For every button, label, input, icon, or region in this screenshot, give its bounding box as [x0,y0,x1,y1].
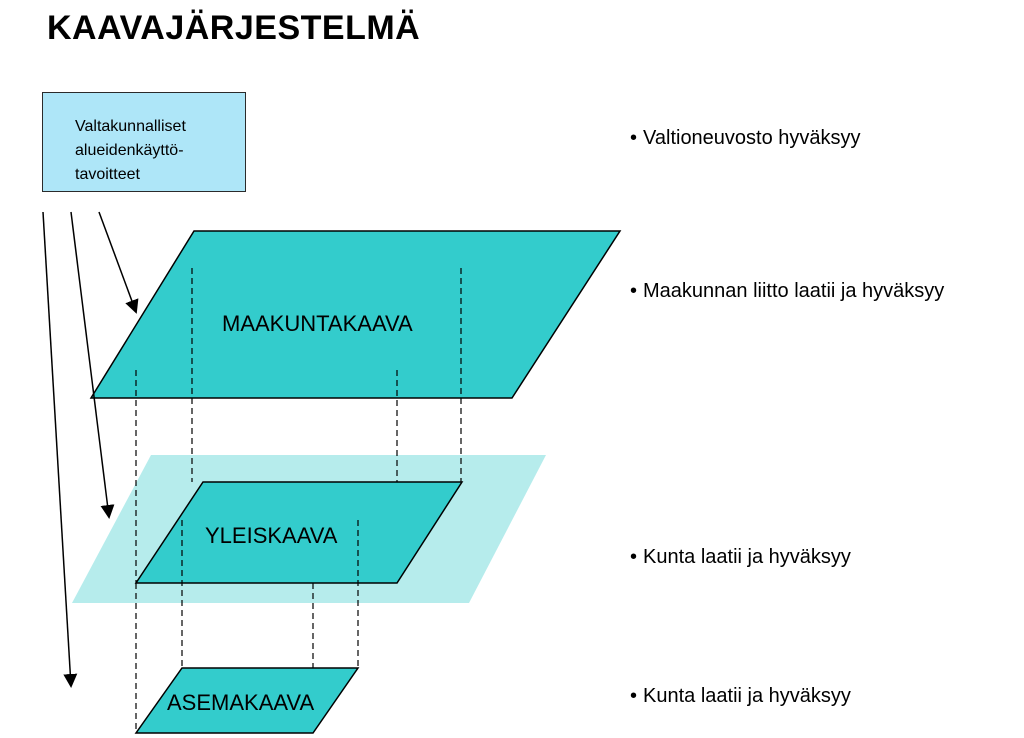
national-goals-line-2: alueidenkäyttö- [75,142,184,159]
influence-arrows [42,211,139,688]
arrow-to-yleiskaava [70,211,115,519]
maakuntakaava-label: MAAKUNTAKAAVA [222,311,413,336]
projection-lines-lower [135,520,359,733]
bullet-marker: • [630,280,638,302]
projection-lines-upper [135,268,462,583]
asemakaava-plane [134,667,360,734]
bullet-kunta-yleiskaava: •Kunta laatii ja hyväksyy [630,546,851,569]
bullet-maakunnan-liitto: •Maakunnan liitto laatii ja hyväksyy [630,280,944,303]
national-goals-line-1: Valtakunnalliset [75,118,186,135]
bullet-text: Valtioneuvosto hyväksyy [643,127,861,149]
bullet-marker: • [630,127,638,149]
bullet-text: Kunta laatii ja hyväksyy [643,546,851,568]
asemakaava-label: ASEMAKAAVA [167,690,315,715]
page-title: KAAVAJÄRJESTELMÄ [47,9,421,47]
arrow-to-asemakaava [42,211,78,688]
national-goals-line-3: tavoitteet [75,166,140,183]
maakuntakaava-plane [89,230,622,399]
bullet-kunta-asemakaava: •Kunta laatii ja hyväksyy [630,685,851,708]
bullet-marker: • [630,546,638,568]
bullet-text: Maakunnan liitto laatii ja hyväksyy [643,280,945,302]
yleiskaava-label: YLEISKAAVA [205,523,338,548]
yleiskaava-plane [134,481,464,584]
arrow-to-maakuntakaava [98,211,139,314]
bullet-marker: • [630,685,638,707]
bullet-valtioneuvosto: •Valtioneuvosto hyväksyy [630,127,861,150]
national-goals-box: Valtakunnalliset alueidenkäyttö- tavoitt… [42,92,246,192]
bullet-text: Kunta laatii ja hyväksyy [643,685,851,707]
